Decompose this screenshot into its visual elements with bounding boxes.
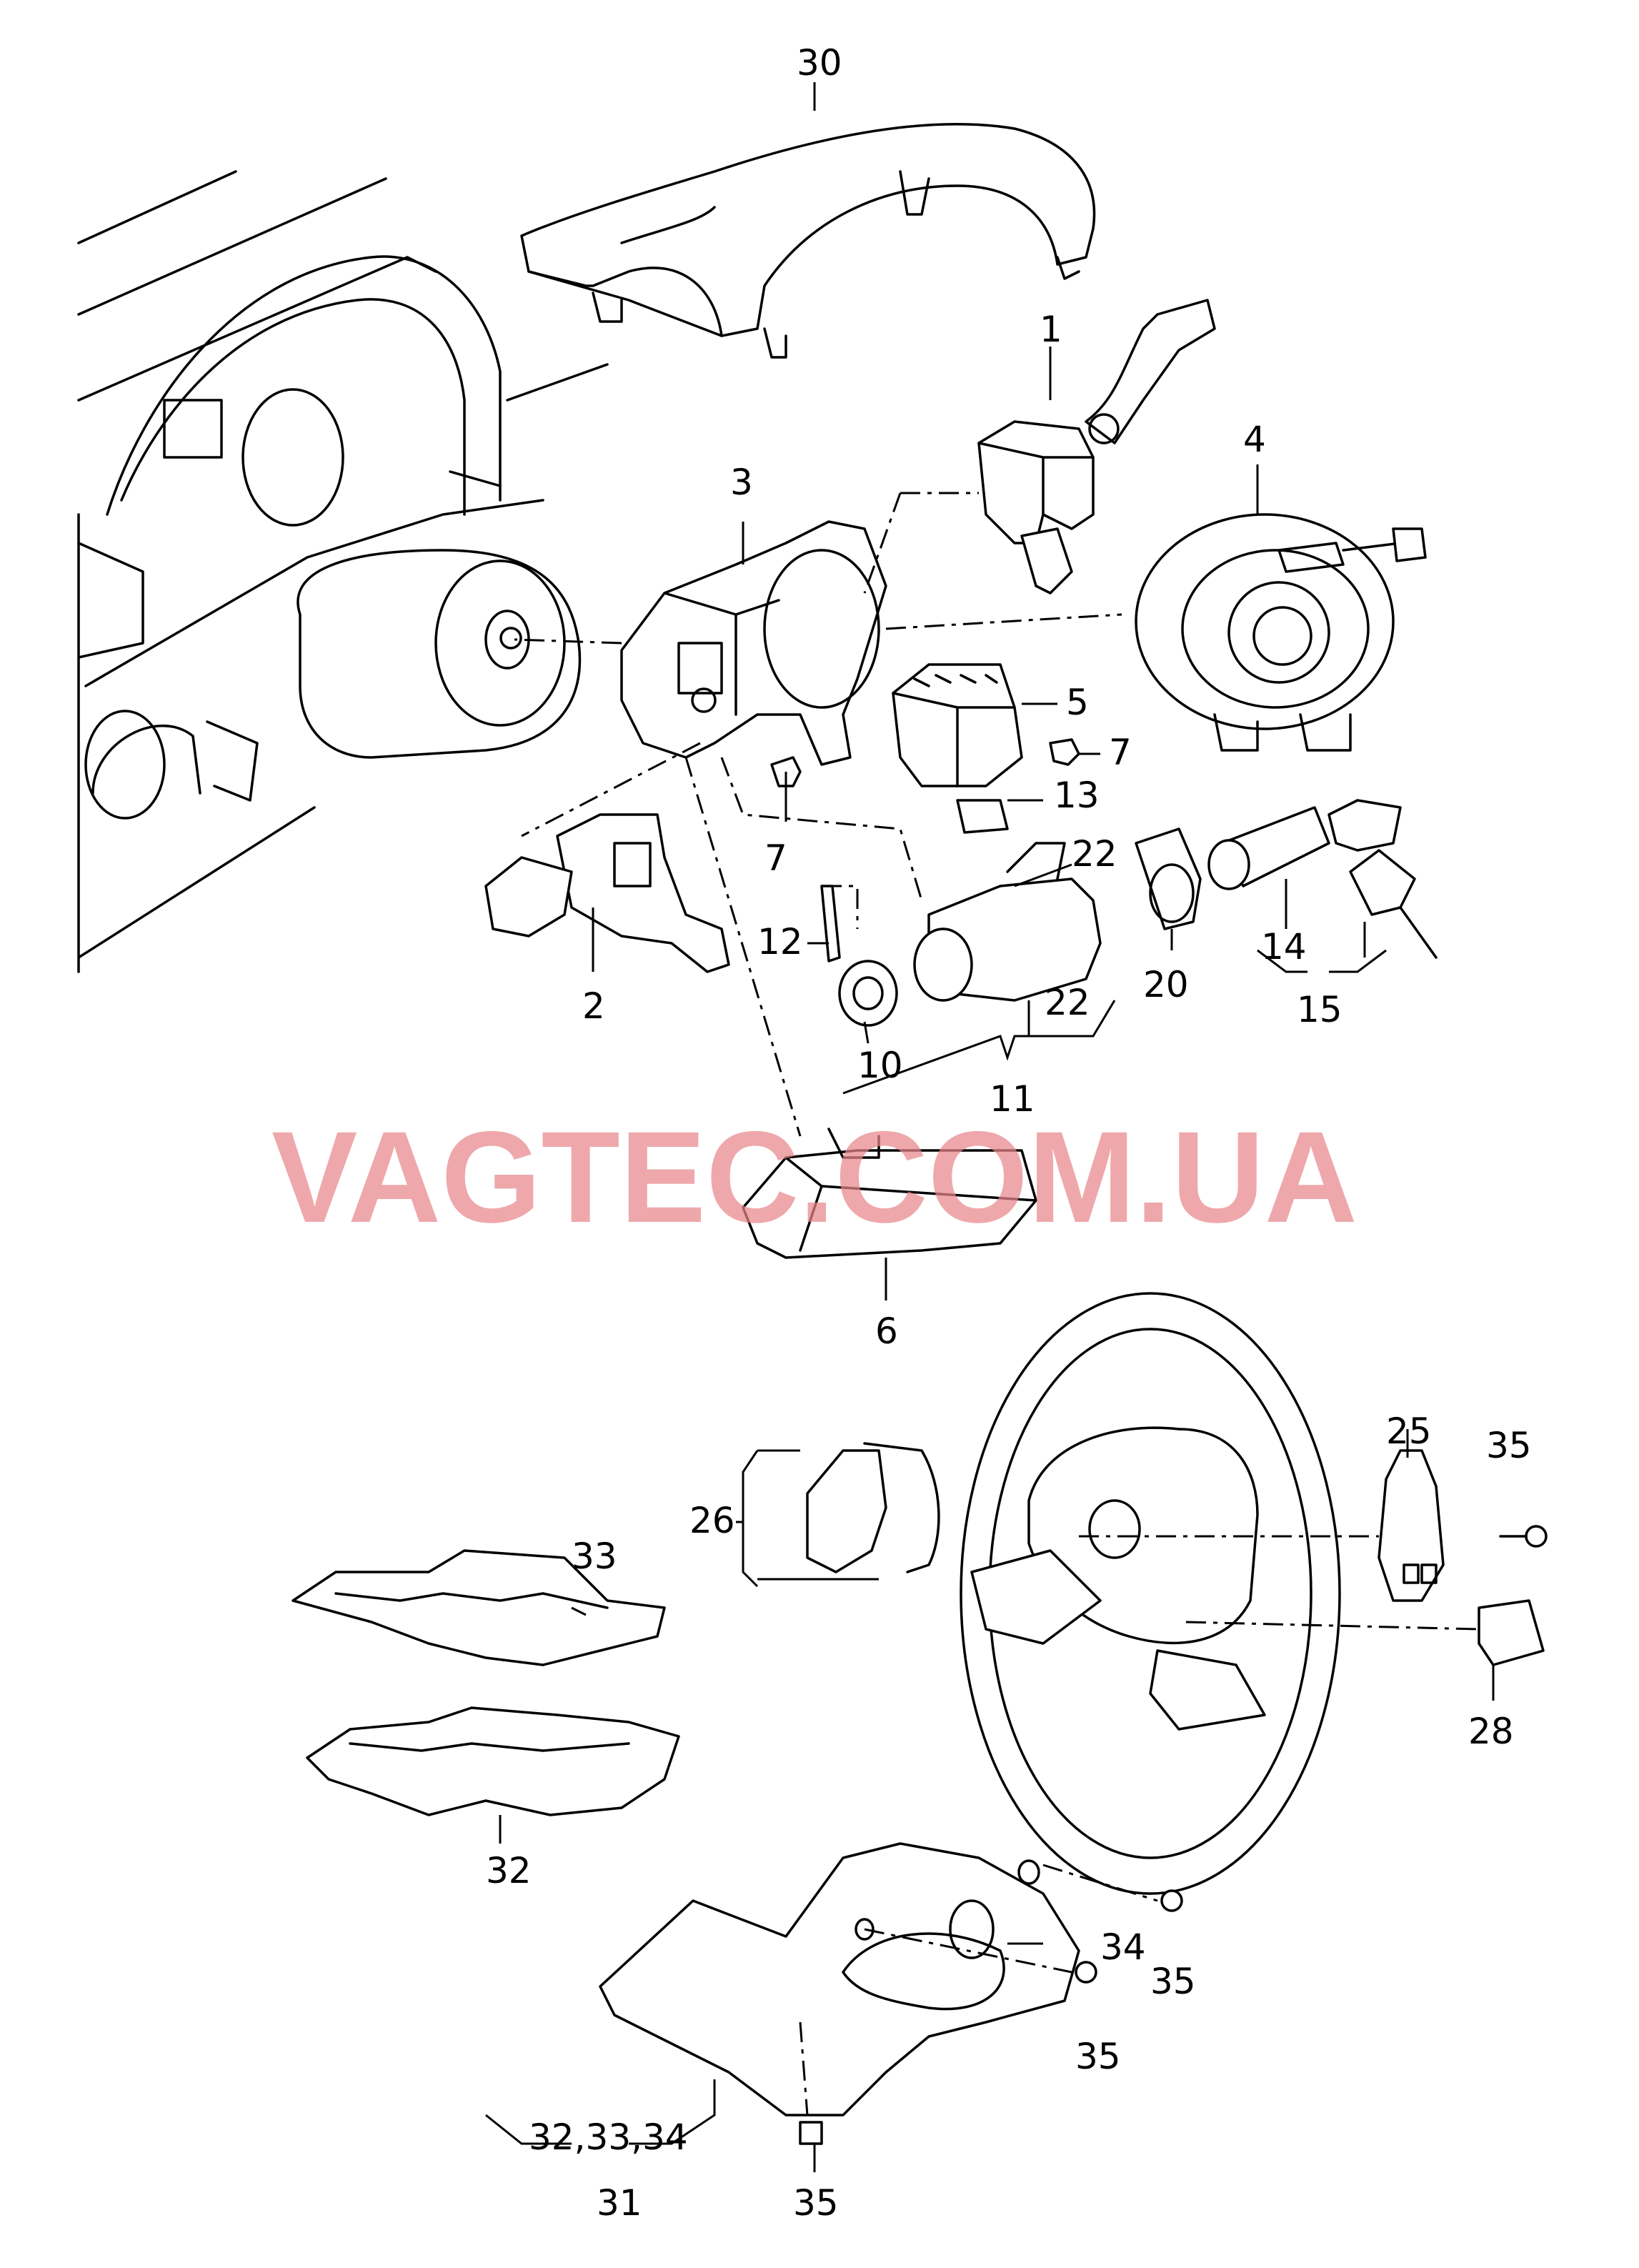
callout-11: 11 (990, 1078, 1035, 1120)
part-1-wiper-switch (977, 299, 1216, 595)
part-2-turn-signal-switch (484, 813, 730, 973)
callout-7b: 7 (764, 837, 787, 879)
callout-7a: 7 (1109, 732, 1132, 773)
dashboard-outline (77, 170, 609, 973)
part-35-screw-d (799, 2121, 823, 2145)
part-35-screw-a (1499, 1525, 1548, 1548)
part-20-lock-ring (1135, 827, 1202, 930)
part-11-lock-housing (913, 842, 1102, 1002)
part-10-lock-cylinder-cap (838, 960, 898, 1027)
callout-20: 20 (1143, 964, 1189, 1005)
callout-35a: 35 (1486, 1425, 1532, 1466)
part-15-keys (1327, 799, 1438, 959)
callout-32: 32 (486, 1850, 532, 1891)
part-12-shear-bolt (820, 885, 841, 963)
callout-32-33-34: 32,33,34 (529, 2117, 688, 2158)
callout-35b: 35 (1150, 1961, 1196, 2002)
callout-2: 2 (582, 985, 605, 1027)
part-28-button-switch (1478, 1599, 1545, 1666)
part-25-multifunction-button (1378, 1449, 1445, 1602)
callout-26: 26 (689, 1500, 735, 1541)
part-35-screw-c (1075, 1961, 1097, 1984)
callout-1: 1 (1040, 309, 1062, 350)
callout-28: 28 (1468, 1711, 1514, 1752)
steering-wheel (960, 1292, 1341, 1895)
callout-5: 5 (1066, 682, 1089, 723)
part-32-trim-panel (306, 1706, 680, 1816)
watermark: VAGTEC.COM.UA (271, 1104, 1357, 1250)
part-3-switch-housing (620, 520, 887, 766)
callout-10: 10 (857, 1045, 903, 1086)
callout-14: 14 (1261, 926, 1307, 968)
callout-4: 4 (1243, 419, 1266, 460)
steering-column-hub (297, 549, 582, 759)
part-26-paddle-switch (806, 1442, 940, 1573)
part-7-screw-b (1049, 738, 1080, 766)
part-30-upper-column-trim (520, 123, 1096, 359)
part-13-small-switch (956, 799, 1009, 834)
callout-35c: 35 (1075, 2036, 1121, 2077)
dash-dot-lines (514, 492, 1480, 2116)
part-31-lower-column-trim (599, 1842, 1080, 2117)
part-14-lock-cylinder (1207, 806, 1330, 890)
callout-6: 6 (875, 1310, 898, 1352)
callout-34: 34 (1100, 1926, 1146, 1968)
callout-15: 15 (1297, 989, 1342, 1030)
leader-lines (485, 82, 1495, 2172)
part-4-clock-spring (1135, 513, 1427, 752)
callout-30: 30 (797, 42, 842, 84)
callout-12: 12 (757, 921, 803, 963)
callout-22b: 22 (1045, 982, 1090, 1023)
part-5-control-module (892, 663, 1023, 787)
callout-3: 3 (730, 462, 753, 503)
callout-13: 13 (1054, 775, 1100, 816)
callouts: 30 1 3 4 5 7 13 7 22 12 14 20 2 22 15 10… (486, 42, 1532, 2224)
part-35-screw-b (1160, 1889, 1183, 1912)
part-33-trim-panel (292, 1549, 666, 1666)
part-6-column-module (742, 1128, 1037, 1259)
callout-33: 33 (572, 1536, 617, 1577)
callout-25: 25 (1386, 1411, 1432, 1452)
callout-31: 31 (597, 2182, 642, 2224)
callout-22a: 22 (1072, 833, 1117, 875)
callout-35d: 35 (793, 2182, 839, 2224)
